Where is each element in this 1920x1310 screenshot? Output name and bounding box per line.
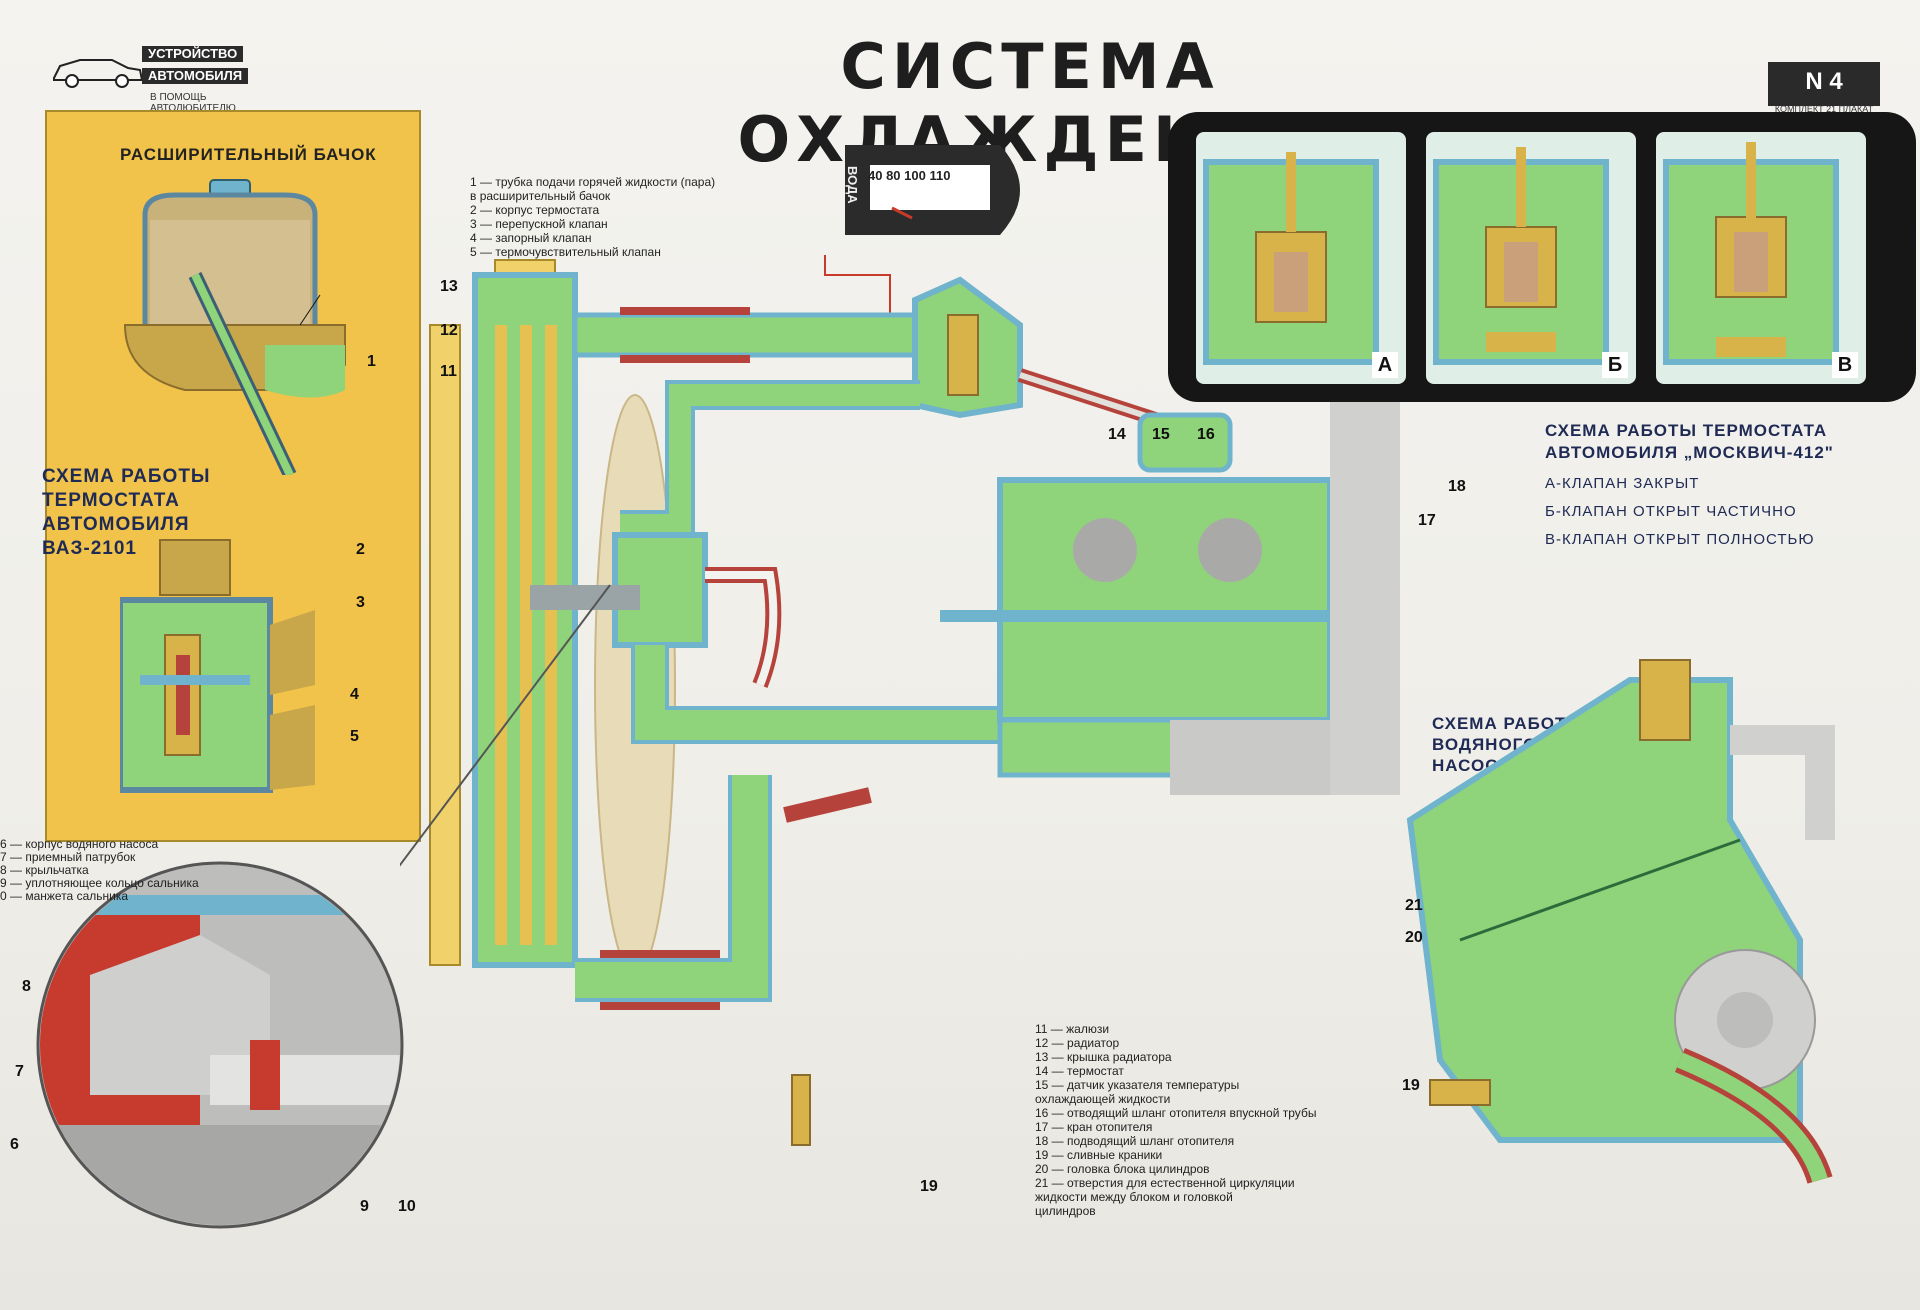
pump-title-line-2: ВОДЯНОГО bbox=[1432, 735, 1538, 754]
legend-left-item: 0 — манжета сальника bbox=[0, 889, 129, 903]
state-c-text: В-КЛАПАН ОТКРЫТ ПОЛНОСТЬЮ bbox=[1545, 531, 1815, 548]
state-b-text: Б-КЛАПАН ОТКРЫТ ЧАСТИЧНО bbox=[1545, 503, 1797, 520]
thermostat-a-illustration bbox=[1203, 152, 1379, 365]
sheet-subtitle: КОМПЛЕКТ 21 ПЛАКАТ bbox=[1774, 104, 1874, 114]
callout-9: 9 bbox=[360, 1198, 369, 1215]
callout-17: 17 bbox=[1418, 512, 1436, 529]
pump-title-line-1: СХЕМА РАБОТЫ bbox=[1432, 714, 1585, 733]
vaz-thermostat-illustration bbox=[120, 539, 315, 793]
legend-bottom-item: 12 — радиатор bbox=[1035, 1036, 1120, 1050]
legend-bottom-item: 16 — отводящий шланг отопителя впускной … bbox=[1035, 1106, 1317, 1120]
legend-bottom-item: 17 — кран отопителя bbox=[1035, 1120, 1153, 1134]
expansion-tank-illustration bbox=[123, 179, 346, 475]
moskvich-thermostat-panel: А Б В bbox=[1168, 112, 1916, 402]
sheet-number: N 4 bbox=[1768, 62, 1880, 106]
callout-8: 8 bbox=[22, 978, 31, 995]
legend-top-item: 1 — трубка подачи горячей жидкости (пара… bbox=[470, 175, 716, 189]
callout-20: 20 bbox=[1405, 929, 1423, 946]
panel-label-a: А bbox=[1372, 352, 1398, 378]
callout-3: 3 bbox=[356, 594, 365, 611]
logo-line-2: АВТОМОБИЛЯ bbox=[142, 68, 249, 84]
legend-bottom-item: жидкости между блоком и головкой bbox=[1035, 1190, 1233, 1204]
callout-21: 21 bbox=[1405, 897, 1423, 914]
legend-left-item: 6 — корпус водяного насоса bbox=[0, 837, 159, 851]
legend-bottom-item: 21 — отверстия для естественной циркуляц… bbox=[1035, 1176, 1295, 1190]
callout-10: 10 bbox=[398, 1198, 416, 1215]
moskvich-title-line-1: СХЕМА РАБОТЫ ТЕРМОСТАТА bbox=[1545, 421, 1828, 440]
moskvich-thermostat-title: СХЕМА РАБОТЫ ТЕРМОСТАТА АВТОМОБИЛЯ „МОСК… bbox=[1545, 420, 1834, 464]
legend-bottom-item: 19 — сливные краники bbox=[1035, 1148, 1163, 1162]
moskvich-title-line-2: АВТОМОБИЛЯ „МОСКВИЧ-412" bbox=[1545, 443, 1834, 462]
legend-bottom-item: 18 — подводящий шланг отопителя bbox=[1035, 1134, 1235, 1148]
vaz-title-line-1: СХЕМА РАБОТЫ bbox=[42, 466, 211, 487]
thermostat-b-illustration bbox=[1433, 147, 1609, 365]
legend-top-item: 5 — термочувствительный клапан bbox=[470, 245, 661, 259]
expansion-tank-title: РАСШИРИТЕЛЬНЫЙ БАЧОК bbox=[120, 145, 377, 164]
legend-left-item: 9 — уплотняющее кольцо сальника bbox=[0, 876, 199, 890]
logo-line-3: В ПОМОЩЬ АВТОЛЮБИТЕЛЮ bbox=[150, 92, 236, 114]
legend-bottom-item: 20 — головка блока цилиндров bbox=[1035, 1162, 1210, 1176]
callout-14: 14 bbox=[1108, 426, 1126, 443]
gauge-label: ВОДА bbox=[845, 166, 860, 204]
callout-16: 16 bbox=[1197, 426, 1215, 443]
callout-19: 19 bbox=[920, 1178, 938, 1195]
callout-2: 2 bbox=[356, 541, 365, 558]
callout-4: 4 bbox=[350, 686, 359, 703]
thermostat-state-c: В bbox=[1656, 132, 1866, 384]
callout-5: 5 bbox=[350, 728, 359, 745]
callout-18: 18 bbox=[1448, 478, 1466, 495]
legend-left: 6 — корпус водяного насоса 7 — приемный … bbox=[0, 838, 199, 903]
callout-13: 13 bbox=[440, 278, 458, 295]
legend-bottom-item: 13 — крышка радиатора bbox=[1035, 1050, 1172, 1064]
callout-7: 7 bbox=[15, 1063, 24, 1080]
legend-left-item: 7 — приемный патрубок bbox=[0, 850, 136, 864]
legend-top-item: 2 — корпус термостата bbox=[470, 203, 600, 217]
callout-6: 6 bbox=[10, 1136, 19, 1153]
legend-top-item: 3 — перепускной клапан bbox=[470, 217, 608, 231]
legend-bottom-item: 15 — датчик указателя температуры bbox=[1035, 1078, 1240, 1092]
cooling-circuit-diagram bbox=[400, 255, 1400, 1146]
callout-11: 11 bbox=[440, 363, 457, 380]
water-pump-scheme-illustration bbox=[1406, 659, 1835, 1185]
logo-line-1: УСТРОЙСТВО bbox=[142, 46, 244, 62]
vaz-title-line-3: АВТОМОБИЛЯ bbox=[42, 514, 190, 535]
publisher-logo: УСТРОЙСТВО АВТОМОБИЛЯ В ПОМОЩЬ АВТОЛЮБИТ… bbox=[50, 42, 265, 114]
vaz-title-line-4: ВАЗ-2101 bbox=[42, 538, 137, 559]
legend-bottom-item: 14 — термостат bbox=[1035, 1064, 1124, 1078]
vaz-title-line-2: ТЕРМОСТАТА bbox=[42, 490, 180, 511]
legend-bottom: 11 — жалюзи 12 — радиатор 13 — крышка ра… bbox=[1035, 1022, 1316, 1218]
state-a-text: А-КЛАПАН ЗАКРЫТ bbox=[1545, 475, 1700, 492]
panel-label-b: Б bbox=[1602, 352, 1628, 378]
thermostat-state-a: А bbox=[1196, 132, 1406, 384]
panel-label-c: В bbox=[1832, 352, 1858, 378]
callout-15: 15 bbox=[1152, 426, 1170, 443]
moskvich-thermostat-states: А-КЛАПАН ЗАКРЫТ Б-КЛАПАН ОТКРЫТ ЧАСТИЧНО… bbox=[1545, 470, 1815, 554]
legend-bottom-item: 11 — жалюзи bbox=[1035, 1022, 1110, 1036]
pump-detail-circle bbox=[36, 861, 404, 1229]
temperature-gauge bbox=[845, 145, 1020, 235]
thermostat-state-b: Б bbox=[1426, 132, 1636, 384]
vaz-thermostat-title: СХЕМА РАБОТЫ ТЕРМОСТАТА АВТОМОБИЛЯ ВАЗ-2… bbox=[42, 465, 211, 561]
thermostat-c-illustration bbox=[1663, 142, 1839, 365]
legend-bottom-item: цилиндров bbox=[1035, 1204, 1096, 1218]
callout-1: 1 bbox=[367, 353, 376, 370]
legend-bottom-item: охлаждающей жидкости bbox=[1035, 1092, 1171, 1106]
legend-top: 1 — трубка подачи горячей жидкости (пара… bbox=[470, 175, 715, 259]
legend-top-item: в расширительный бачок bbox=[470, 189, 611, 203]
car-icon bbox=[53, 59, 144, 88]
callout-19b: 19 bbox=[1402, 1077, 1420, 1094]
callout-12: 12 bbox=[440, 322, 458, 339]
gauge-scale: 40 80 100 110 bbox=[868, 168, 951, 183]
legend-top-item: 4 — запорный клапан bbox=[470, 231, 592, 245]
legend-left-item: 8 — крыльчатка bbox=[0, 863, 89, 877]
